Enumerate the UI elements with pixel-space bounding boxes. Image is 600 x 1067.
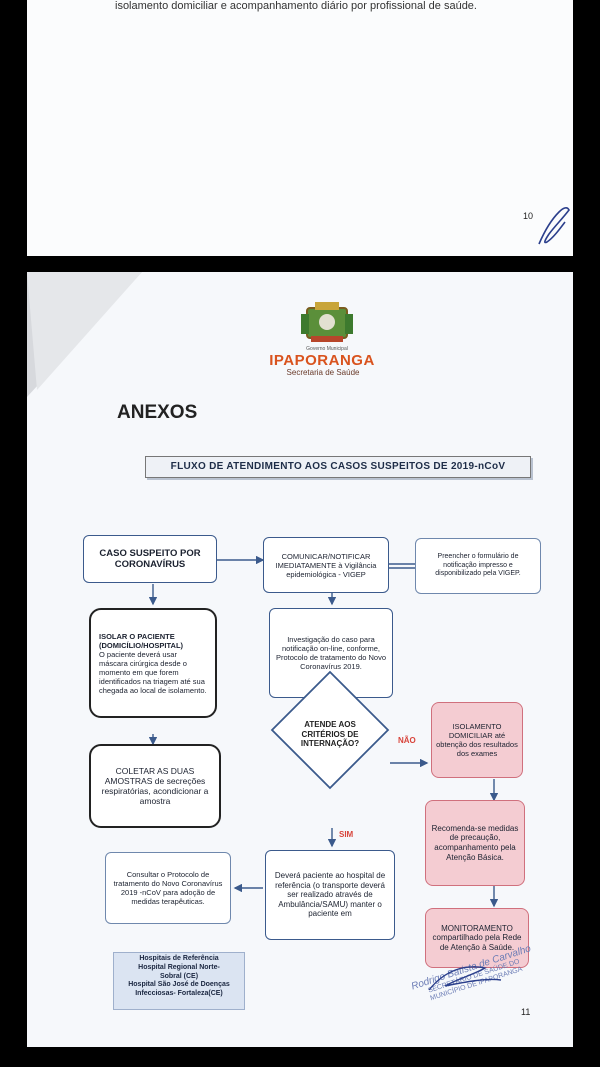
signature-mark [428,966,502,991]
suspect-case-box: CASO SUSPEITO POR CORONAVÍRUS [83,535,217,583]
reference-hospitals-box: Hospitais de Referência Hospital Regiona… [113,952,245,1010]
municipal-coat-of-arms-logo [301,302,353,342]
hospital-line: Hospitais de Referência [139,955,219,962]
isolate-patient-box: ISOLAR O PACIENTE (DOMICÍLIO/HOSPITAL) O… [89,608,217,718]
page-fold-shadow [27,272,142,397]
page-number: 10 [523,211,534,221]
document-page-10: isolamento domiciliar e acompanhamento d… [27,0,573,256]
home-isolation-box: ISOLAMENTO DOMICILIAR até obtenção dos r… [431,702,523,778]
page-number: 11 [521,1007,531,1017]
isolate-body: O paciente deverá usar máscara cirúrgica… [99,649,207,695]
no-label: NÃO [398,736,416,745]
hospital-line: Sobral (CE) [159,972,199,980]
criteria-decision-diamond [270,670,390,790]
page-text-line: isolamento domiciliar e acompanhamento d… [115,0,477,12]
precaution-box: Recomenda-se medidas de precaução, acomp… [425,800,525,886]
referral-hospital-box: Deverá paciente ao hospital de referênci… [265,850,395,940]
criteria-question: ATENDE AOS CRITÉRIOS DE INTERNAÇÃO? [300,720,360,749]
form-box: Preencher o formulário de notificação im… [415,538,541,594]
secretaria-label: Secretaria de Saúde [286,368,360,377]
hospital-line: Infecciosas- Fortaleza(CE) [135,990,223,997]
consult-protocol-box: Consultar o Protocolo de tratamento do N… [105,852,231,924]
yes-label: SIM [339,830,354,839]
flowchart-title: FLUXO DE ATENDIMENTO AOS CASOS SUSPEITOS… [145,456,531,478]
isolate-title: ISOLAR O PACIENTE (DOMICÍLIO/HOSPITAL) [99,631,184,650]
document-page-11: Governo Municipal IPAPORANGA Secretaria … [27,272,573,1047]
brand-name: IPAPORANGA [269,352,375,369]
hospital-line: Hospital São José de Doenças [128,981,230,989]
hospital-line: Hospital Regional Norte- [138,963,220,971]
monitoring-box: MONITORAMENTO compartilhado pela Rede de… [425,908,529,968]
government-label: Governo Municipal [306,346,348,352]
section-heading: ANEXOS [117,402,198,423]
signature-mark [538,207,570,245]
investigation-box: Investigação do caso para notificação on… [269,608,393,698]
notify-box: COMUNICAR/NOTIFICAR IMEDIATAMENTE à Vigi… [263,537,389,593]
collect-samples-box: COLETAR AS DUAS AMOSTRAS de secreções re… [89,744,221,828]
